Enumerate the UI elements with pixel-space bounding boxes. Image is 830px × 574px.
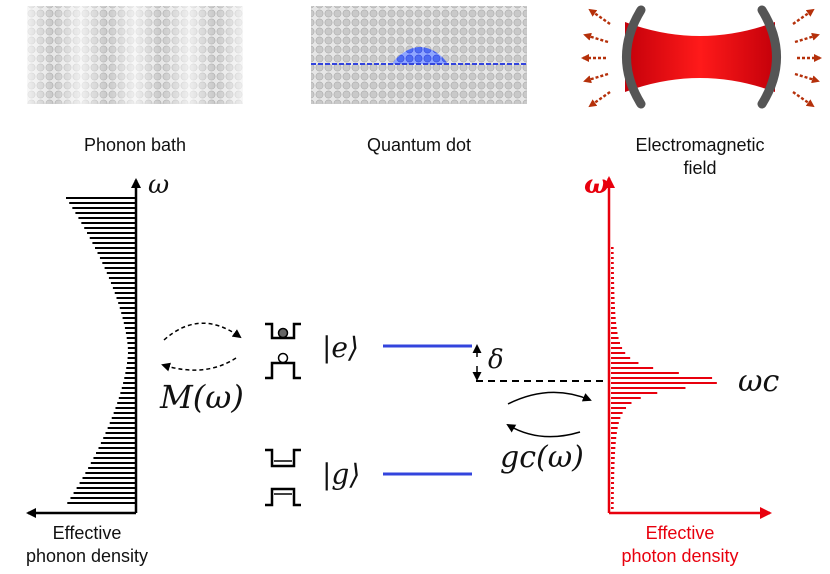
photon-density-line2: photon density — [621, 546, 739, 566]
phonon-density-lines — [66, 197, 136, 504]
ground-state-icon — [265, 448, 301, 507]
photon-density-line1: Effective — [645, 523, 715, 543]
photon-coupling-label: gc(ω) — [500, 440, 584, 475]
photon-omega-label: ω — [584, 170, 609, 200]
phonon-omega-label: ω — [148, 170, 170, 200]
photon-density-lines — [611, 247, 717, 509]
phonon-density-line1: Effective — [52, 523, 122, 543]
phonon-bath-caption: Phonon bath — [83, 135, 187, 155]
cavity-illustration — [581, 5, 822, 109]
phonon-density-label: Effective phonon density — [2, 522, 172, 568]
quantum-dot-illustration — [311, 6, 527, 104]
em-field-caption-line2: field — [683, 158, 717, 178]
phonon-density-line2: phonon density — [25, 546, 149, 566]
photon-density-label: Effective photon density — [600, 522, 760, 568]
ground-state-label: |g⟩ — [322, 458, 361, 491]
em-field-caption: Electromagnetic field — [600, 134, 800, 180]
phonon-coupling-arrows — [161, 322, 242, 372]
excited-state-label: |e⟩ — [322, 331, 359, 364]
em-field-caption-line1: Electromagnetic — [635, 135, 765, 155]
excited-state-icon — [265, 322, 301, 380]
photon-axes — [603, 176, 772, 519]
photon-coupling-arrows — [506, 391, 592, 438]
quantum-dot-caption: Quantum dot — [366, 135, 472, 155]
detuning-label: δ — [488, 345, 504, 375]
phonon-coupling-label: M(ω) — [160, 378, 244, 416]
phonon-bath-illustration — [27, 6, 243, 104]
resonance-label: ωc — [738, 364, 780, 399]
